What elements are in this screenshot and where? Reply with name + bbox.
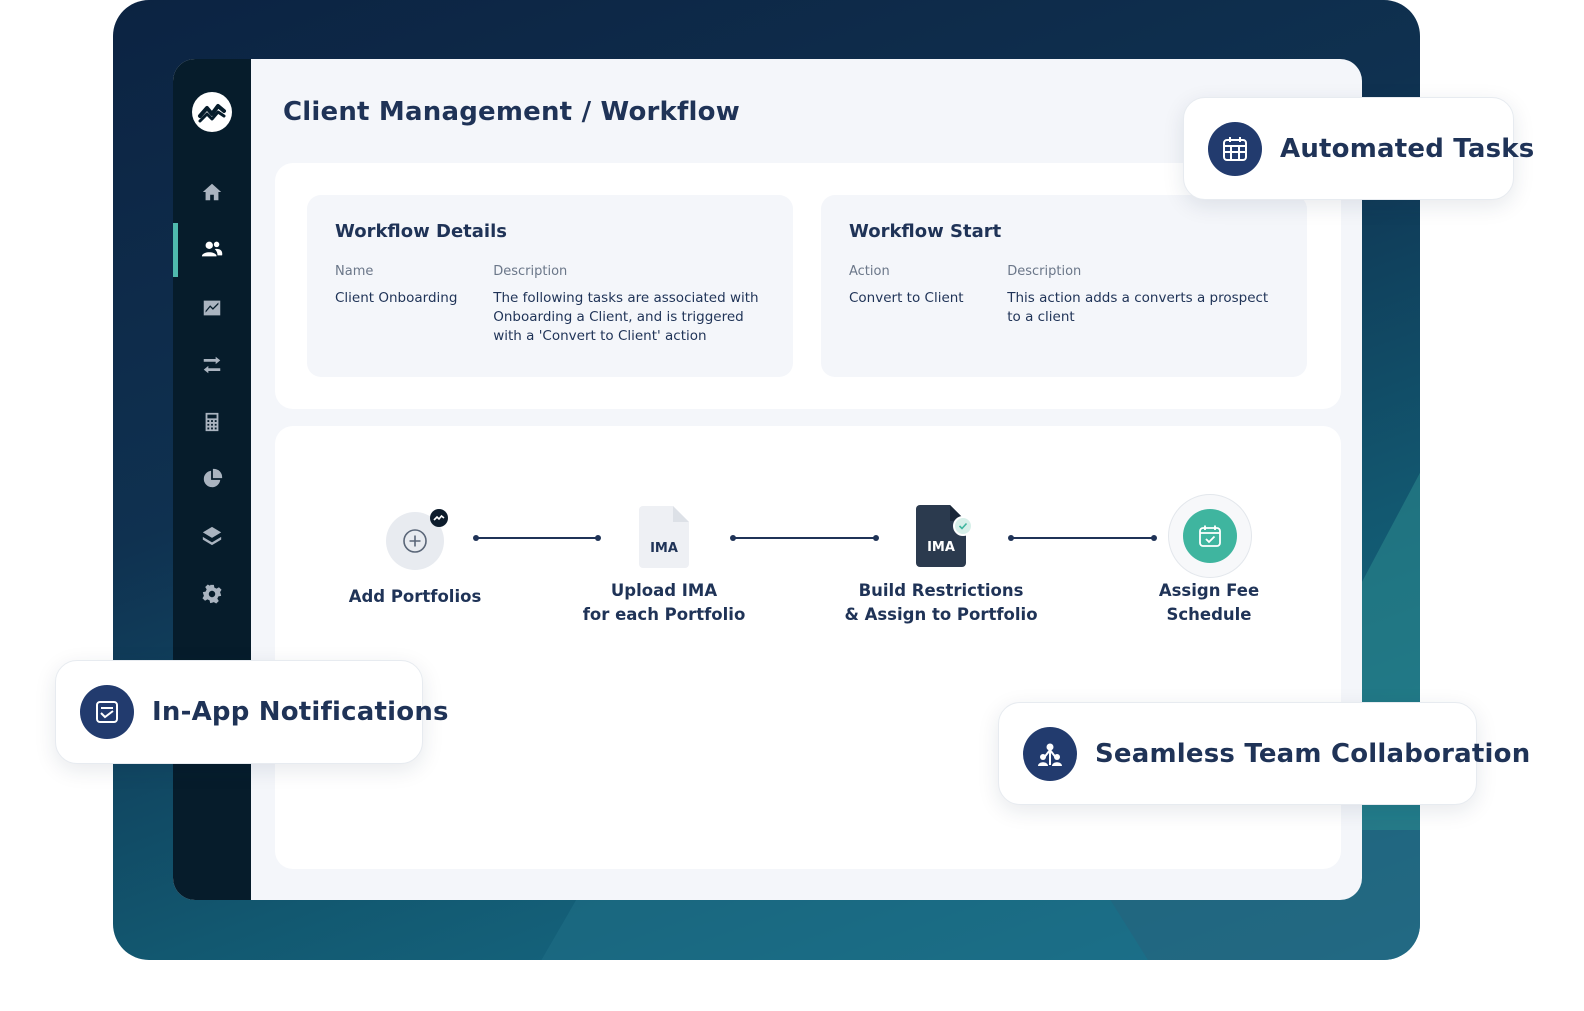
in-app-notifications-label: In-App Notifications xyxy=(152,697,449,727)
nav-calculator[interactable] xyxy=(173,394,251,450)
clients-icon xyxy=(201,241,223,257)
step-build-restrictions: Build Restrictions & Assign to Portfolio xyxy=(841,579,1041,627)
notification-icon xyxy=(80,685,134,739)
step-label-line2: Schedule xyxy=(1166,604,1252,624)
name-label: Name xyxy=(335,264,374,279)
description-label: Description xyxy=(493,264,568,279)
doc-label: IMA xyxy=(650,541,678,556)
settings-icon xyxy=(202,584,222,604)
team-collaboration-pill: Seamless Team Collaboration xyxy=(998,702,1530,805)
step-connector xyxy=(473,535,601,541)
nav-clients[interactable] xyxy=(173,221,251,277)
start-description-value: This action adds a converts a prospect t… xyxy=(1007,290,1269,326)
transfer-icon xyxy=(203,356,221,374)
nav-layers[interactable] xyxy=(173,508,251,564)
start-description-label: Description xyxy=(1007,264,1082,279)
step-connector xyxy=(730,535,879,541)
app-logo[interactable] xyxy=(192,92,232,132)
plus-circle-icon xyxy=(403,529,427,553)
step-label-line2: & Assign to Portfolio xyxy=(844,604,1038,624)
check-badge-icon xyxy=(953,516,973,536)
automated-tasks-label: Automated Tasks xyxy=(1280,133,1535,164)
step-label-line1: Assign Fee xyxy=(1158,581,1260,600)
pie-chart-icon xyxy=(203,468,223,488)
workflow-steps-panel: Add Portfolios IMA Upload IMA for each P… xyxy=(275,426,1341,869)
nav-charts[interactable] xyxy=(173,280,251,336)
page-title: Client Management / Workflow xyxy=(283,97,740,127)
workflow-start-title: Workflow Start xyxy=(849,221,1002,242)
ima-document-icon[interactable]: IMA xyxy=(639,506,689,568)
calendar-check-icon xyxy=(1199,525,1221,547)
calendar-grid-icon xyxy=(1208,121,1262,176)
step-upload-ima: Upload IMA for each Portfolio xyxy=(574,579,754,627)
workflow-details-card: Workflow Details Name Client Onboarding … xyxy=(307,195,793,377)
automated-tasks-pill: Automated Tasks xyxy=(1183,97,1534,200)
sidebar xyxy=(173,59,251,900)
nav-settings[interactable] xyxy=(173,566,251,622)
step-assign-fee: Assign Fee Schedule xyxy=(1139,579,1279,627)
nav-home[interactable] xyxy=(173,164,251,220)
workflow-details-title: Workflow Details xyxy=(335,221,507,242)
assign-fee-button[interactable] xyxy=(1168,494,1252,578)
step-label-line1: Build Restrictions xyxy=(858,581,1024,600)
action-label: Action xyxy=(849,264,890,279)
step-label-line1: Upload IMA xyxy=(610,581,718,600)
home-icon xyxy=(202,183,222,201)
calculator-icon xyxy=(205,412,219,432)
team-icon xyxy=(1023,726,1077,781)
app-badge-icon xyxy=(430,509,448,527)
logo-icon xyxy=(198,104,226,123)
doc-label: IMA xyxy=(927,540,955,555)
nav-transfers[interactable] xyxy=(173,337,251,393)
step-connector xyxy=(1008,535,1157,541)
team-collaboration-label: Seamless Team Collaboration xyxy=(1095,738,1531,769)
description-value: The following tasks are associated with … xyxy=(493,290,759,345)
step-label: Add Portfolios xyxy=(348,587,482,606)
nav-allocation[interactable] xyxy=(173,451,251,507)
main-content: Client Management / Workflow Workflow De… xyxy=(251,59,1362,900)
workflow-info-panel: Workflow Details Name Client Onboarding … xyxy=(275,163,1341,409)
chart-icon xyxy=(203,300,221,316)
layers-icon xyxy=(202,526,222,546)
name-value: Client Onboarding xyxy=(335,290,458,306)
step-label-line2: for each Portfolio xyxy=(582,604,746,624)
step-add-portfolios: Add Portfolios xyxy=(345,585,485,609)
ima-restrictions-document-icon[interactable]: IMA xyxy=(916,505,966,567)
workflow-start-card: Workflow Start Action Convert to Client … xyxy=(821,195,1307,377)
in-app-notifications-pill: In-App Notifications xyxy=(55,660,449,764)
action-value: Convert to Client xyxy=(849,290,964,306)
